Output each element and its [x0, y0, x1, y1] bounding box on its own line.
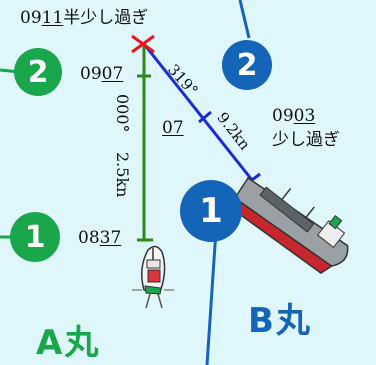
ship-a-badge-1: 1 [10, 212, 60, 262]
ship-a-course: 000° [113, 94, 132, 133]
ship-b-track [142, 43, 254, 181]
ship-b-badge-2: 2 [222, 40, 272, 90]
ship-a-time-start-prefix: 08 [78, 228, 100, 248]
ship-b-mid-time: 07 [162, 120, 184, 137]
ship-b-mid-time-minutes: 07 [162, 118, 184, 138]
ship-a-name: A丸 [36, 323, 101, 363]
ship-b-time-start-prefix: 09 [272, 106, 294, 126]
ship-a-time-end-prefix: 09 [80, 64, 102, 84]
collision-time-minutes: 11 [41, 8, 64, 28]
ship-b-time-start: 0903 [272, 108, 315, 125]
collision-time-label: 0911半少し過ぎ [20, 10, 148, 27]
ship-a-time-end: 0907 [80, 66, 123, 83]
badge-b1-connector [205, 229, 218, 365]
ship-b-time-start-suffix: 少し過ぎ [272, 130, 340, 150]
badge-b2-connector [238, 0, 251, 39]
ship-b-badge-1: 1 [180, 180, 242, 242]
collision-time-suffix: 半少し過ぎ [63, 8, 149, 28]
ship-b-illustration [230, 176, 349, 274]
ship-a-distance: 2.5kn [113, 152, 132, 198]
ship-b-name: B丸 [248, 301, 312, 341]
ship-a-time-start: 0837 [78, 230, 121, 247]
ship-a-illustration [132, 245, 174, 309]
collision-time-prefix: 09 [20, 8, 42, 28]
ship-b-tick-07 [198, 110, 212, 124]
ship-a-time-end-minutes: 07 [101, 64, 124, 84]
ship-a-time-start-minutes: 37 [99, 228, 122, 248]
ship-a-badge-2: 2 [14, 48, 62, 96]
collision-mark [131, 34, 155, 54]
ship-b-time-start-minutes: 03 [293, 106, 316, 126]
